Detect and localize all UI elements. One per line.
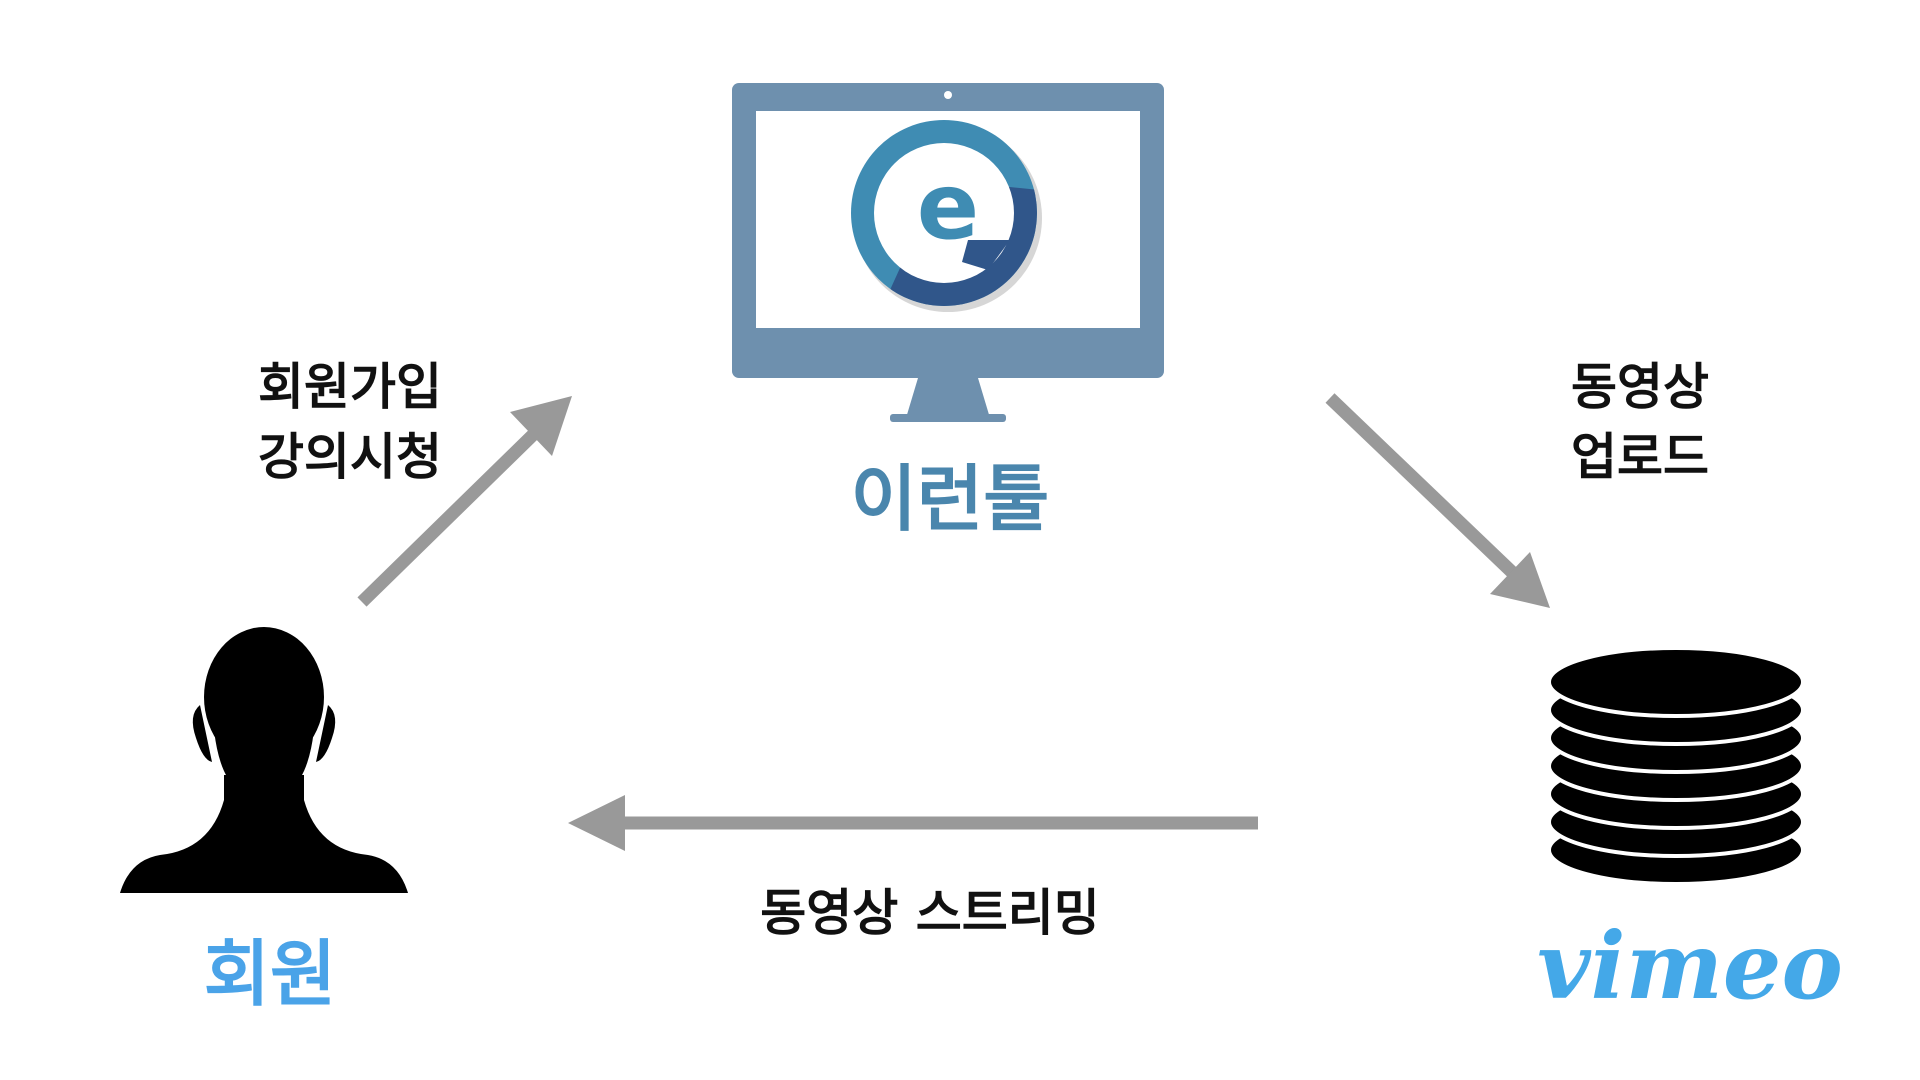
edge-label-join: 회원가입 강의시청: [210, 352, 490, 492]
logo-letter: e: [917, 153, 979, 260]
edge-label-upload-line2: 업로드: [1571, 428, 1709, 486]
arrow-stream: [568, 795, 1258, 851]
edge-label-upload: 동영상 업로드: [1500, 352, 1780, 492]
database-icon: [1547, 646, 1805, 886]
edge-label-stream: 동영상 스트리밍: [760, 884, 1100, 942]
person-silhouette-icon: [120, 627, 408, 893]
edge-label-upload-line1: 동영상: [1571, 358, 1709, 416]
arrow-upload: [1325, 393, 1550, 608]
elearning-logo-icon: e: [851, 120, 1042, 312]
edge-label-join-line2: 강의시청: [258, 428, 442, 486]
vimeo-logo-text: vimeo: [1537, 912, 1843, 1020]
node-label-learntool: 이런툴: [850, 457, 1050, 541]
node-label-member: 회원: [203, 932, 337, 1016]
edge-label-join-line1: 회원가입: [258, 358, 442, 416]
arrow-join: [357, 396, 572, 607]
